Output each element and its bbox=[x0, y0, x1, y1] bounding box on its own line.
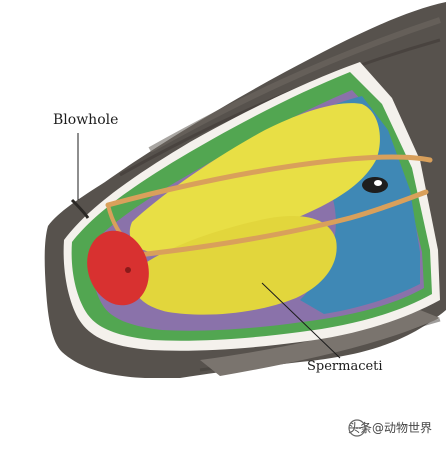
eye-highlight bbox=[374, 180, 382, 186]
blowhole-label: Blowhole bbox=[53, 112, 119, 128]
chat-bubble-icon bbox=[348, 419, 366, 437]
lower-jaw bbox=[200, 310, 440, 376]
blowhole-notch bbox=[70, 198, 90, 219]
eye bbox=[362, 177, 388, 193]
nasal-passage-lower bbox=[135, 189, 429, 258]
watermark: 头条@动物世界 bbox=[347, 419, 432, 437]
spermaceti-label: Spermaceti bbox=[307, 359, 383, 374]
spermaceti-leader-line bbox=[261, 282, 341, 359]
red-valve-dot bbox=[125, 267, 131, 273]
nasal-passage-upper bbox=[105, 154, 433, 208]
skin-texture bbox=[119, 38, 441, 177]
red-valve bbox=[87, 230, 149, 306]
watermark-text: 头条@动物世界 bbox=[347, 421, 432, 435]
skin-texture bbox=[148, 17, 441, 153]
spermaceti-organ bbox=[129, 103, 380, 253]
junk-organ bbox=[133, 216, 337, 315]
